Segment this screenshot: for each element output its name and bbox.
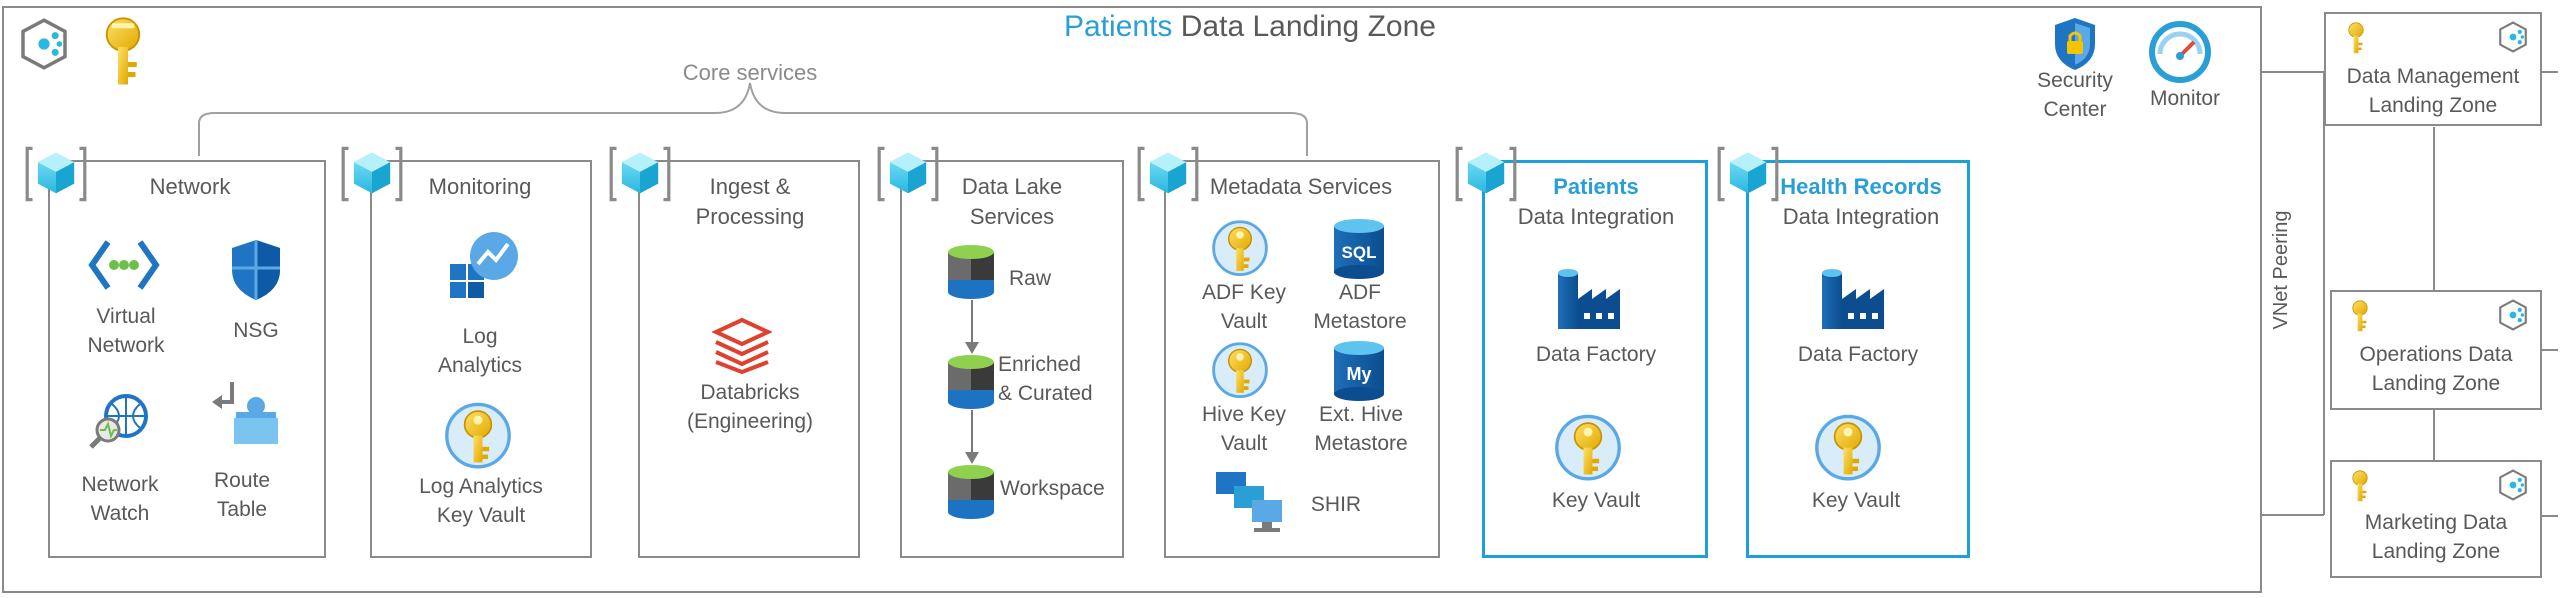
title-rest: Data Landing Zone [1180,10,1436,43]
storage-raw-icon [946,244,996,300]
health-records-key-vault-label: Key Vault [1811,489,1901,512]
hive-key-vault-icon [1210,340,1270,406]
adf-key-vault-icon [1210,218,1270,284]
side-zone-dlz-icon [2496,298,2530,332]
monitor-icon [2148,20,2212,84]
health-records-data-factory-icon [1816,262,1896,334]
data-management-zone-label: Data Management Landing Zone [2346,65,2520,117]
side-zone-dlz-icon [2496,468,2530,502]
side-zone-key-icon [2348,298,2372,334]
sql-database-icon: SQL [1332,218,1386,280]
core-services-label: Core services [682,60,818,85]
vnet-peering-label: VNet Peering [2270,210,2292,330]
network-group-cube-icon [24,142,88,206]
core-services-brace [198,82,1308,156]
patients-group-title: Patients Data Integration [1496,172,1696,232]
health-records-group-title-bold: Health Records [1780,174,1942,199]
title-accent: Patients [1064,10,1173,43]
data-landing-zone-icon [16,14,72,74]
databricks-label: Databricks (Engineering) [686,381,814,433]
patients-key-vault-icon [1552,412,1624,490]
route-table-icon [210,378,280,448]
shir-label: SHIR [1310,493,1362,516]
health-records-group-title-sub: Data Integration [1782,204,1940,229]
data-lake-group-cube-icon [876,142,940,206]
health-records-key-vault-icon [1812,412,1884,490]
patients-group-title-sub: Data Integration [1517,204,1675,229]
svg-text:SQL: SQL [1342,243,1377,262]
ext-hive-metastore-label: Ext. Hive Metastore [1314,403,1408,455]
route-table-label: Route Table [213,469,271,521]
storage-enriched-icon [946,354,996,410]
metadata-services-group [1164,160,1440,558]
security-center-icon [2052,16,2098,72]
flow-arrow [965,300,979,354]
enriched-curated-label: Enriched & Curated [998,353,1093,405]
metadata-group-cube-icon [1136,142,1200,206]
side-zone-dlz-icon [2496,20,2530,54]
monitoring-group [370,160,592,558]
data-lake-services-group [900,160,1124,558]
network-watcher-icon [88,392,152,450]
adf-key-vault-label: ADF Key Vault [1201,281,1287,333]
metadata-group-title: Metadata Services [1209,174,1393,199]
security-center-label: Security Center [2037,69,2113,121]
side-zone-key-icon [2344,20,2368,56]
vnet-peering-connectors [2262,71,2558,517]
hive-key-vault-label: Hive Key Vault [1201,403,1287,455]
data-lake-group-title: Data Lake Services [961,174,1063,229]
ingest-group-title: Ingest & Processing [695,174,805,229]
key-icon [98,14,148,90]
raw-label: Raw [1008,267,1051,290]
monitoring-group-title: Monitoring [428,174,532,199]
mysql-database-icon: My [1332,340,1386,402]
monitoring-group-cube-icon [340,142,404,206]
log-analytics-key-vault-icon [442,400,514,478]
side-zone-key-icon [2348,468,2372,504]
adf-metastore-label: ADF Metastore [1313,281,1407,333]
patients-data-factory-label: Data Factory [1535,343,1657,366]
monitor-label: Monitor [2149,87,2221,110]
network-group [48,160,326,558]
health-records-group-title: Health Records Data Integration [1756,172,1966,232]
operations-data-zone-label: Operations Data Landing Zone [2359,343,2513,395]
svg-text:My: My [1346,364,1371,384]
health-records-data-factory-label: Data Factory [1797,343,1919,366]
marketing-data-zone-label: Marketing Data Landing Zone [2364,511,2508,563]
log-analytics-label: Log Analytics [437,325,523,377]
patients-data-integration-group [1482,160,1708,558]
log-analytics-key-vault-label: Log Analytics Key Vault [419,475,543,527]
patients-data-factory-icon [1552,262,1632,334]
patients-group-title-bold: Patients [1553,174,1639,199]
virtual-network-label: Virtual Network [87,305,165,357]
databricks-icon [712,316,772,374]
workspace-label: Workspace [1000,477,1105,500]
patients-key-vault-label: Key Vault [1551,489,1641,512]
nsg-shield-icon [230,238,282,302]
storage-workspace-icon [946,464,996,520]
health-records-data-integration-group [1746,160,1970,558]
ingest-group-cube-icon [608,142,672,206]
flow-arrow [965,410,979,464]
log-analytics-icon [448,228,520,304]
virtual-network-icon [88,238,160,292]
page-title: Patients Data Landing Zone [900,10,1600,44]
network-group-title: Network [149,174,231,199]
nsg-label: NSG [233,319,279,342]
self-hosted-ir-icon [1214,470,1290,540]
network-watch-label: Network Watch [81,473,159,525]
